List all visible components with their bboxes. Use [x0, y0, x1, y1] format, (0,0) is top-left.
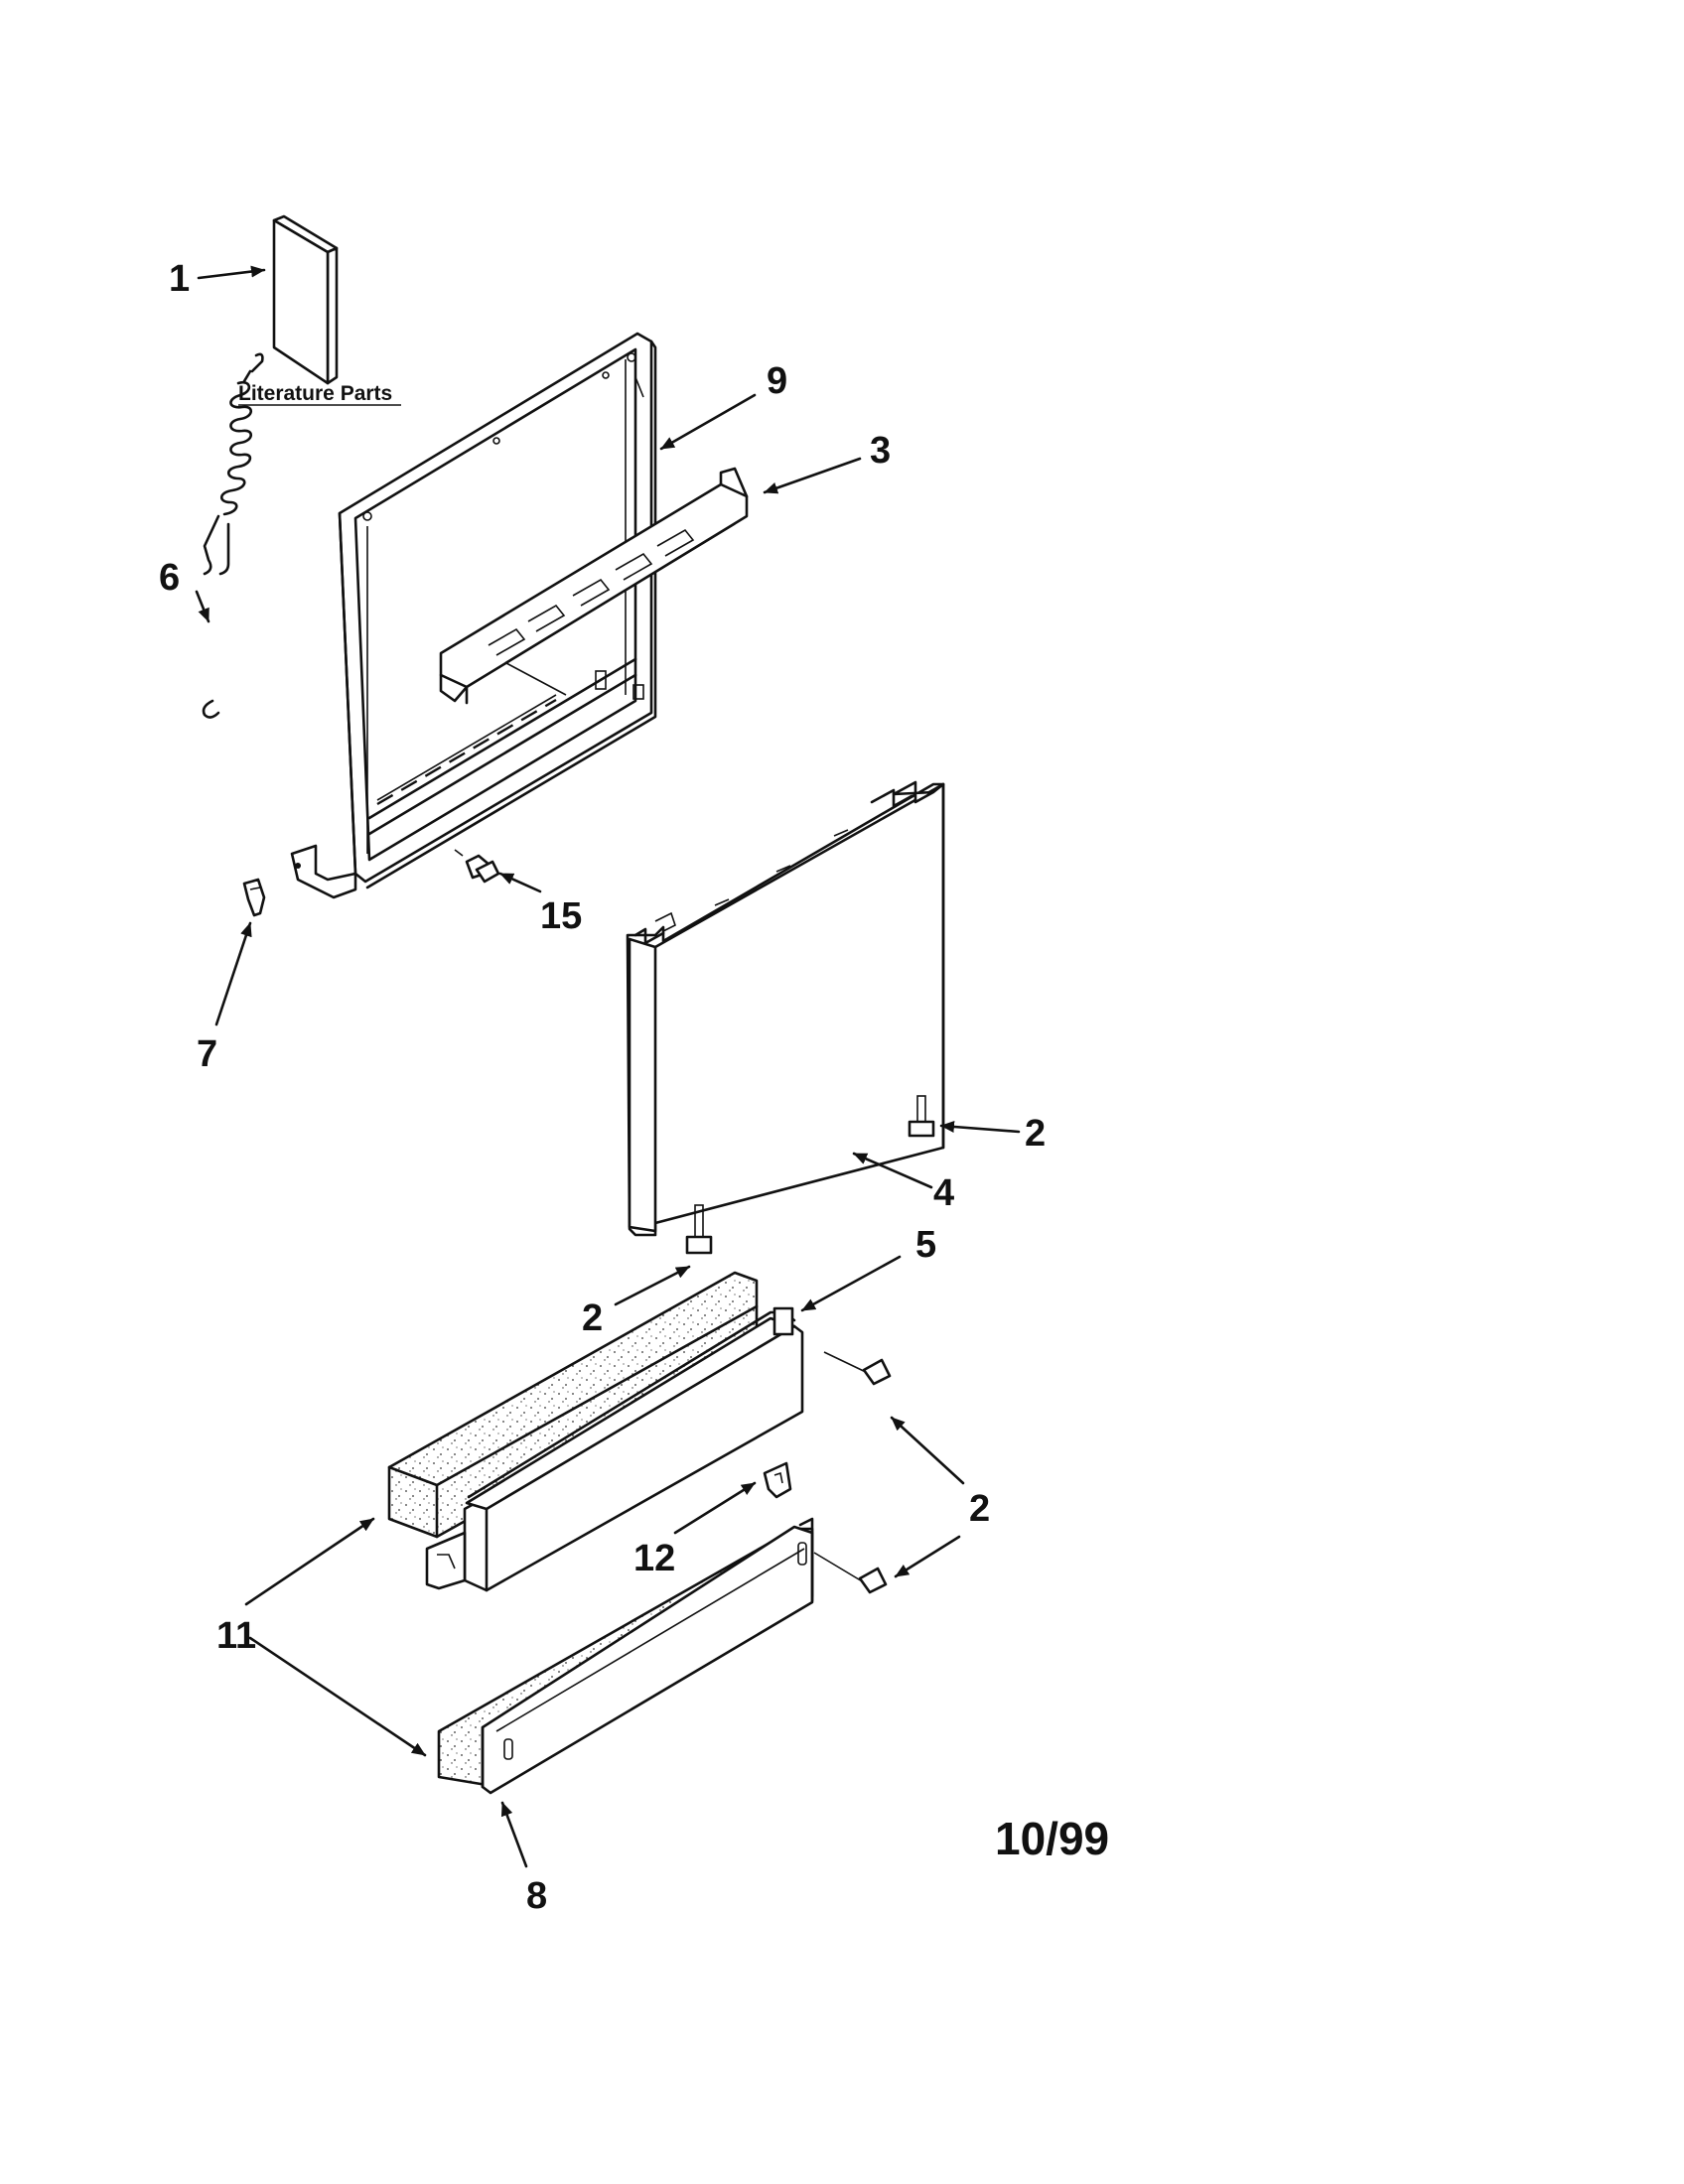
- screw-2-b: [685, 1204, 713, 1255]
- literature-parts-booklet: [272, 214, 339, 385]
- callout-12: 12: [633, 1538, 675, 1579]
- leader-arrows: [195, 265, 1021, 1868]
- callout-4: 4: [933, 1172, 954, 1214]
- callout-1: 1: [169, 258, 190, 300]
- callout-3: 3: [870, 430, 891, 472]
- door-spring: [202, 352, 264, 719]
- clip-fastener: [242, 878, 266, 917]
- callout-7: 7: [197, 1033, 217, 1075]
- callout-6: 6: [159, 557, 180, 599]
- lower-access-panel: [437, 1517, 814, 1795]
- callout-9: 9: [767, 360, 787, 402]
- rack-bracket: [439, 467, 749, 705]
- clip-12: [763, 1461, 792, 1499]
- callout-15: 15: [540, 895, 582, 937]
- callout-11: 11: [216, 1615, 256, 1657]
- callout-8: 8: [526, 1875, 547, 1917]
- literature-parts-label: Literature Parts: [238, 382, 392, 405]
- inner-door-frame: [290, 332, 657, 899]
- callout-5: 5: [915, 1224, 936, 1266]
- screw-15: [454, 849, 500, 884]
- date-code: 10/99: [995, 1813, 1109, 1864]
- screw-2-c: [823, 1351, 892, 1386]
- callout-2-left: 2: [582, 1297, 603, 1339]
- screw-2-a: [908, 1095, 935, 1138]
- foam-insulation-upper: [387, 1271, 759, 1539]
- callout-2-upper: 2: [1025, 1113, 1046, 1155]
- control-panel-console: [425, 1306, 804, 1592]
- screw-2-d: [813, 1552, 888, 1594]
- callout-2-right: 2: [969, 1488, 990, 1530]
- outer-door-panel: [626, 780, 945, 1237]
